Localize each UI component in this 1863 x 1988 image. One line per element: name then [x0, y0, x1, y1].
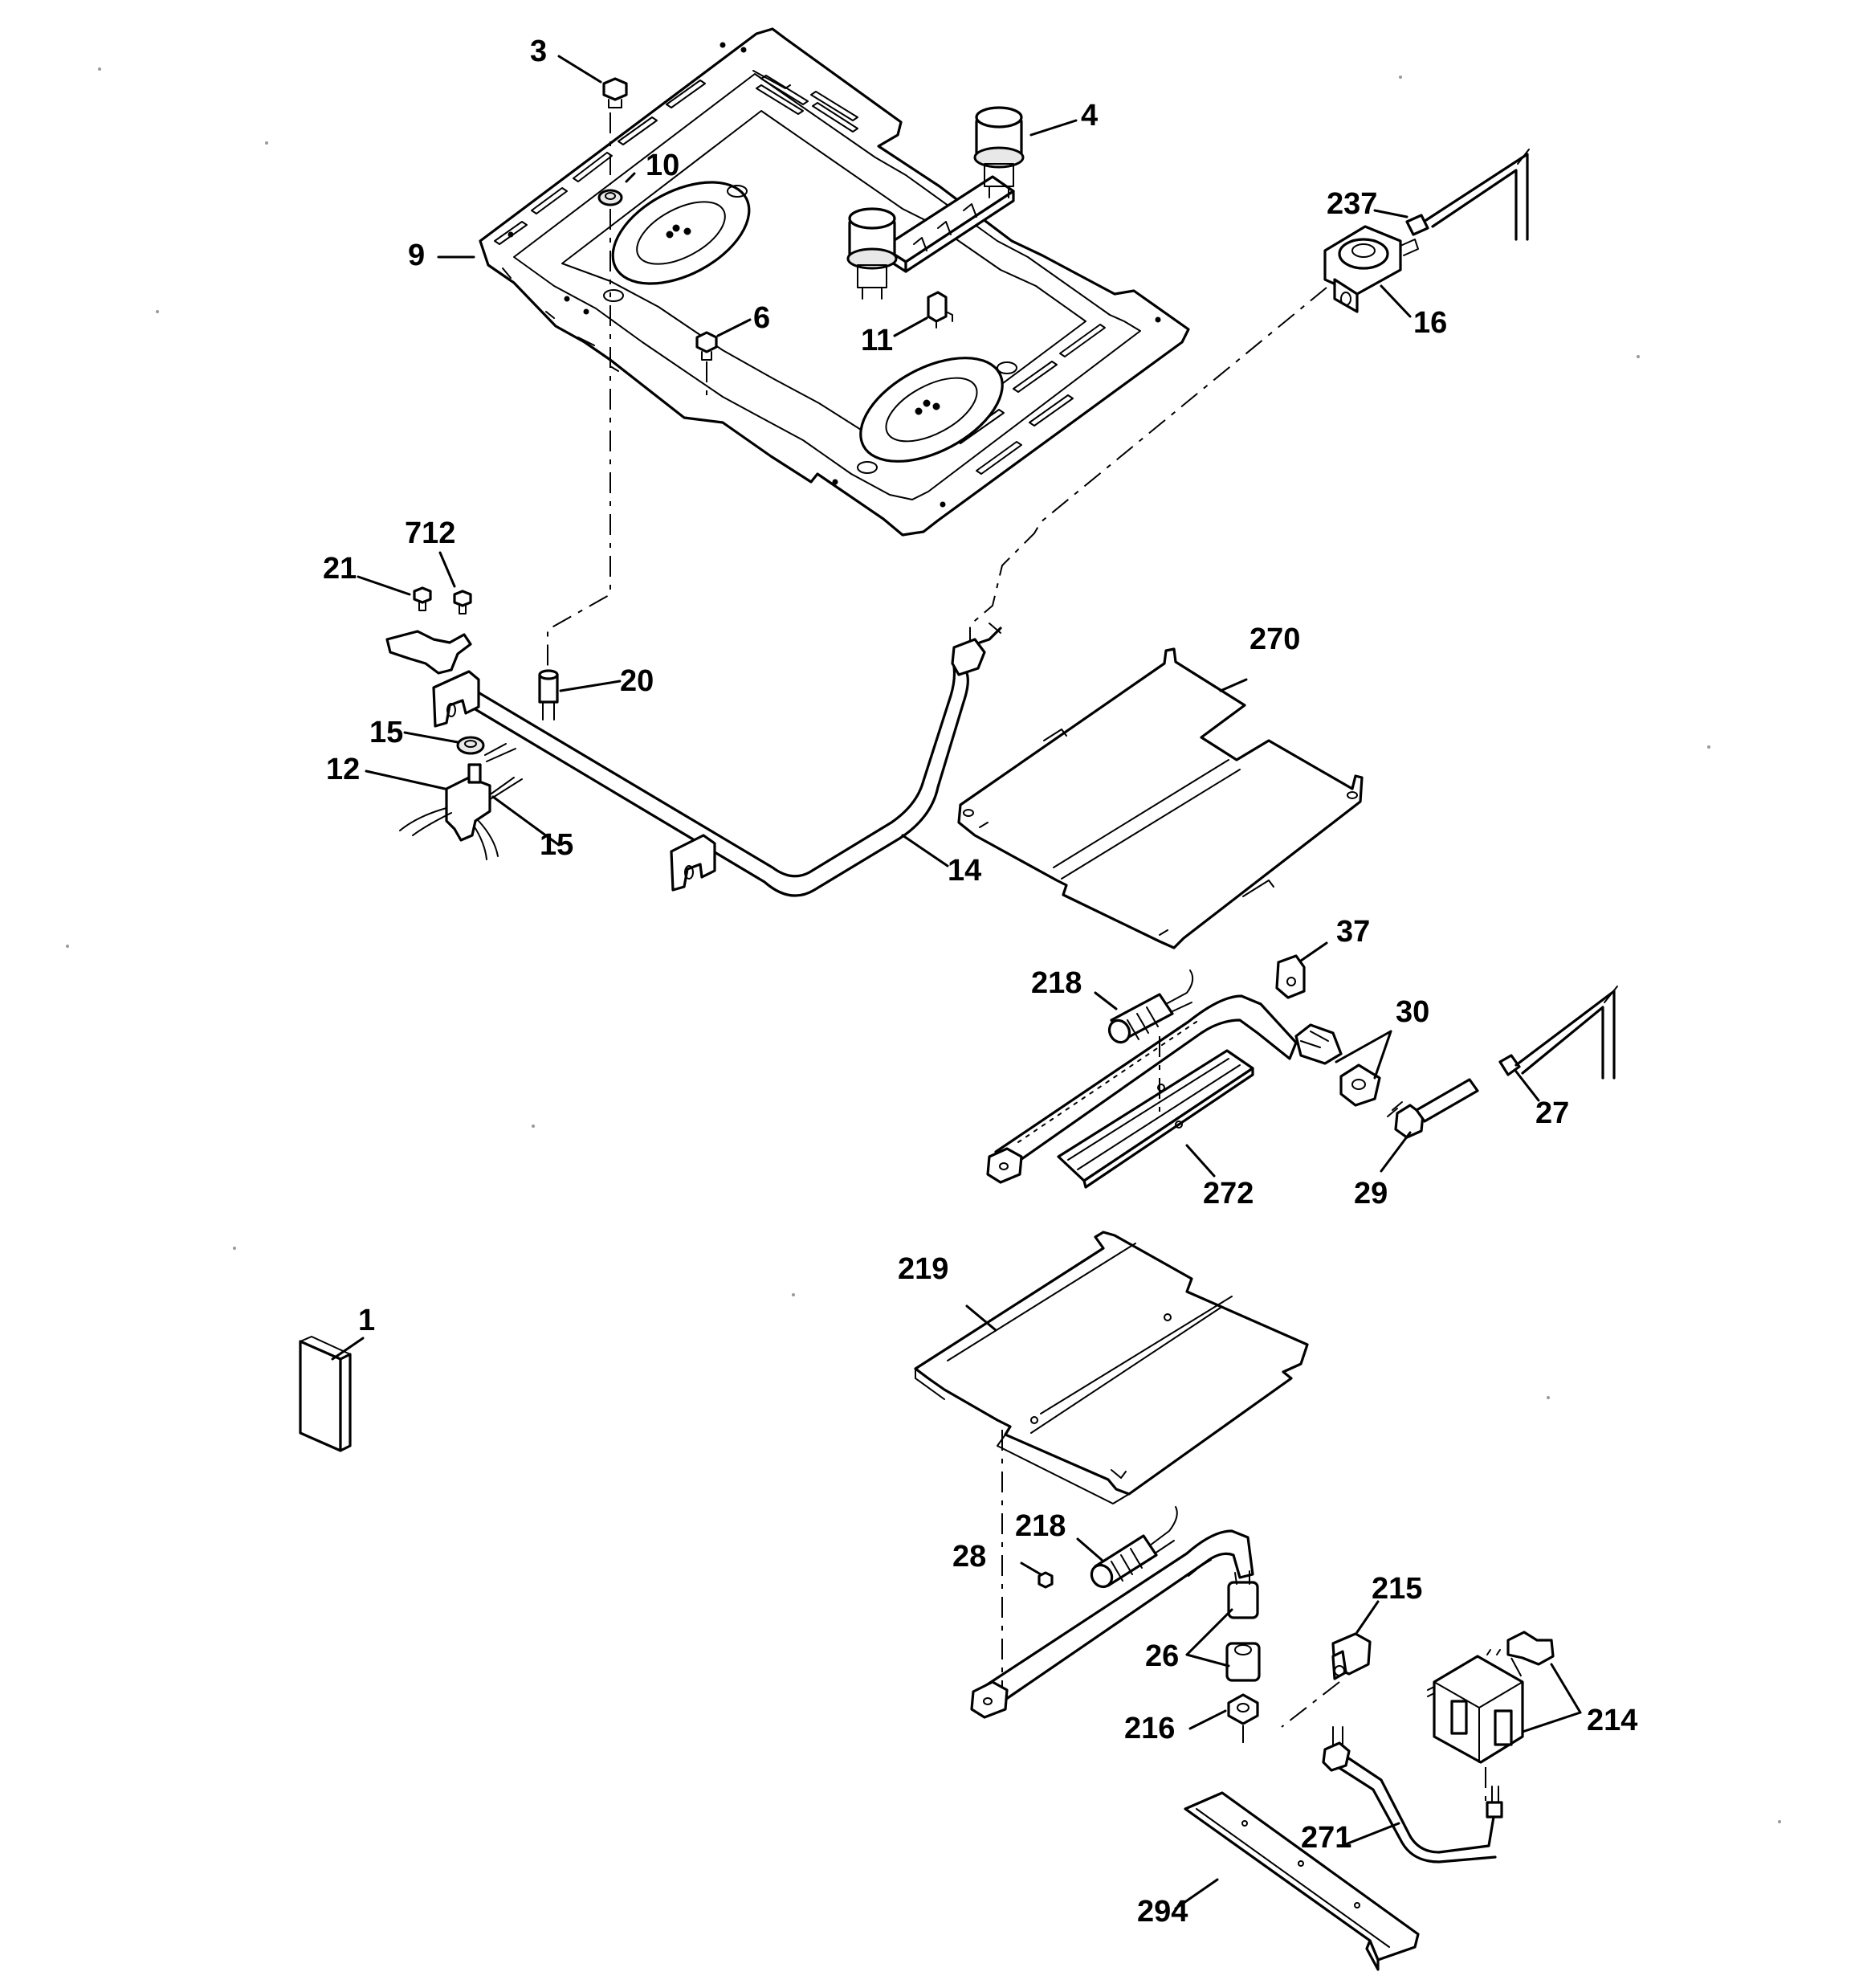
- callout-26: 26: [1145, 1639, 1179, 1673]
- callout-10: 10: [646, 149, 679, 182]
- callout-27: 27: [1535, 1096, 1569, 1130]
- callout-271: 271: [1301, 1821, 1351, 1855]
- callout-14: 14: [948, 854, 981, 888]
- screw-712: [453, 590, 472, 614]
- air-shutter-30: [1294, 1023, 1381, 1107]
- nut-216: [1227, 1693, 1259, 1725]
- callout-1: 1: [358, 1304, 375, 1337]
- screw-3: [602, 77, 628, 108]
- callout-16: 16: [1413, 306, 1447, 340]
- orifice-20: [538, 669, 559, 720]
- orifice-29: [1387, 1078, 1479, 1139]
- callout-20: 20: [620, 664, 654, 698]
- gas-manifold-14: [385, 623, 1002, 897]
- bracket-215: [1331, 1632, 1372, 1680]
- callout-712: 712: [405, 516, 455, 550]
- callout-218-lower: 218: [1015, 1509, 1066, 1543]
- oven-bottom-219: [914, 1231, 1309, 1504]
- bracket-37: [1275, 954, 1306, 999]
- gas-tube-271: [1322, 1726, 1503, 1863]
- callout-214: 214: [1587, 1704, 1637, 1737]
- tube-fitting-237: [1405, 149, 1530, 241]
- callout-219: 219: [898, 1252, 948, 1286]
- callout-218-upper: 218: [1031, 966, 1082, 1000]
- bracket-11: [927, 291, 953, 329]
- spark-ignitor-assembly-4: [846, 106, 1025, 300]
- callout-30: 30: [1396, 995, 1429, 1029]
- callout-15-top: 15: [369, 716, 403, 749]
- callout-15-bottom: 15: [540, 828, 573, 862]
- bake-burner-tube: [970, 1529, 1254, 1719]
- washer-15-top: [456, 736, 485, 755]
- assembly-centerlines: [547, 112, 1523, 1801]
- callout-216: 216: [1124, 1712, 1175, 1745]
- valve-12: [399, 743, 523, 860]
- callout-294: 294: [1137, 1895, 1188, 1929]
- callout-29: 29: [1354, 1177, 1388, 1210]
- callout-21: 21: [323, 552, 357, 586]
- literature-envelope-1: [299, 1336, 352, 1452]
- callout-9: 9: [408, 239, 425, 272]
- pressure-regulator-16: [1323, 225, 1419, 313]
- callout-12: 12: [326, 753, 360, 786]
- callout-4: 4: [1081, 99, 1098, 133]
- burner-box-pan: [479, 27, 1190, 537]
- callout-11: 11: [861, 324, 893, 357]
- ignitor-218-upper: [1107, 970, 1194, 1044]
- broil-burner-tube: [986, 994, 1298, 1184]
- grommet-10: [597, 189, 623, 206]
- heat-shield-270: [957, 647, 1364, 949]
- burner-shield-272: [1057, 1049, 1254, 1189]
- screw-6: [695, 331, 718, 361]
- scan-specks: [66, 67, 1781, 1823]
- callout-labels: 3 4 10 237 9 6 16 11 712 21 270 20 15 12…: [323, 35, 1637, 1929]
- ignitor-218-lower: [1090, 1506, 1178, 1589]
- callout-270: 270: [1249, 623, 1300, 656]
- callout-237: 237: [1327, 187, 1377, 221]
- mounting-bracket-294: [1184, 1791, 1420, 1971]
- callout-272: 272: [1203, 1177, 1254, 1210]
- tube-fitting-27: [1498, 986, 1618, 1080]
- callout-28: 28: [952, 1540, 986, 1574]
- callout-37: 37: [1336, 915, 1370, 949]
- air-shutter-26: [1225, 1570, 1261, 1682]
- nut-28: [1037, 1571, 1054, 1589]
- callout-3: 3: [530, 35, 547, 68]
- safety-valve-214: [1427, 1631, 1555, 1764]
- callout-215: 215: [1372, 1572, 1422, 1606]
- callout-6: 6: [753, 301, 770, 335]
- callout-leaders: [331, 55, 1582, 1910]
- screw-21: [413, 586, 432, 611]
